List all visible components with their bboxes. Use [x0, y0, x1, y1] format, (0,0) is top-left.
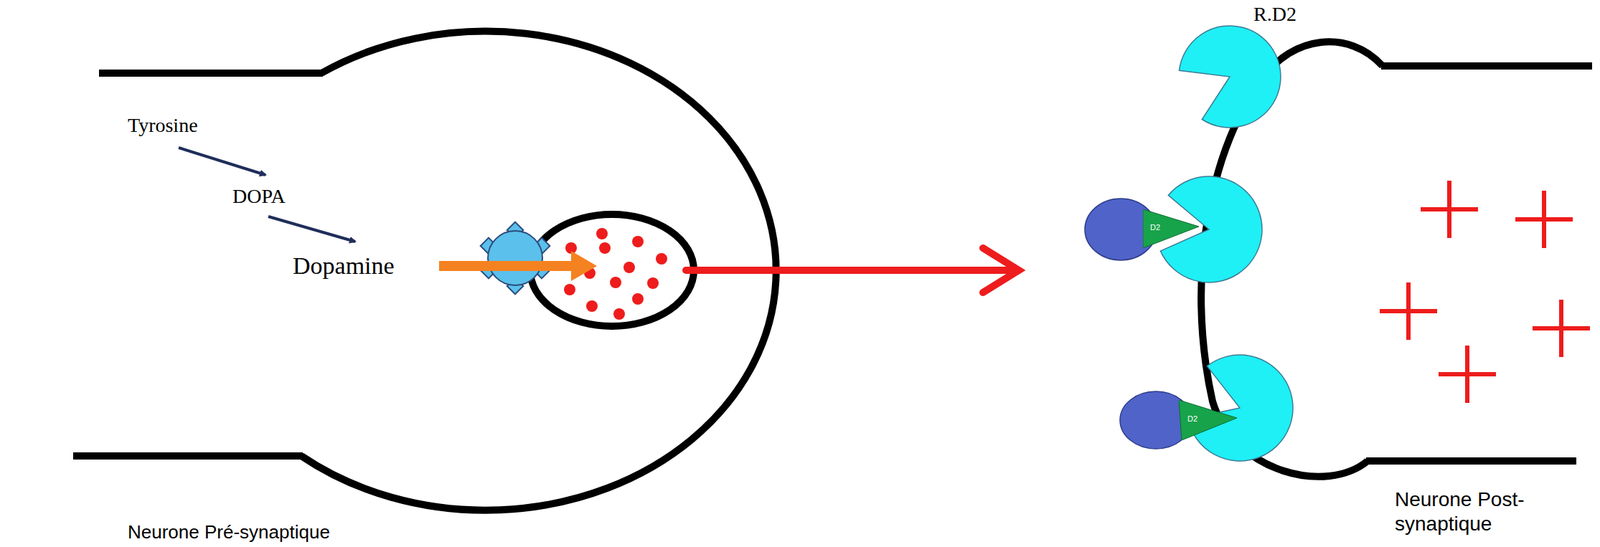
text-label: Neurone Pré-synaptique [127, 521, 331, 544]
positive-charge [1379, 180, 1590, 404]
dopamine-dots [563, 228, 668, 320]
d2-receptor [1160, 25, 1293, 462]
text-label: DOPA [232, 184, 286, 209]
text-label: Dopamine [292, 251, 395, 282]
release-arrow [685, 248, 1019, 293]
presynaptic-membrane [73, 31, 777, 511]
text-label: Tyrosine [127, 113, 199, 138]
text-label: Neurone Post-synaptique [1394, 487, 1582, 536]
synthesis-arrow [178, 147, 356, 242]
uptake-arrow [439, 251, 597, 282]
ligand-body [1084, 198, 1192, 450]
node-label: D2 [1150, 223, 1161, 232]
ligand-head: D2 [1142, 209, 1199, 249]
text-label: R.D2 [1253, 2, 1297, 27]
vesicular-transporter [480, 222, 551, 295]
node-label: D2 [1187, 415, 1198, 424]
ligand-head: D2 [1178, 400, 1237, 441]
